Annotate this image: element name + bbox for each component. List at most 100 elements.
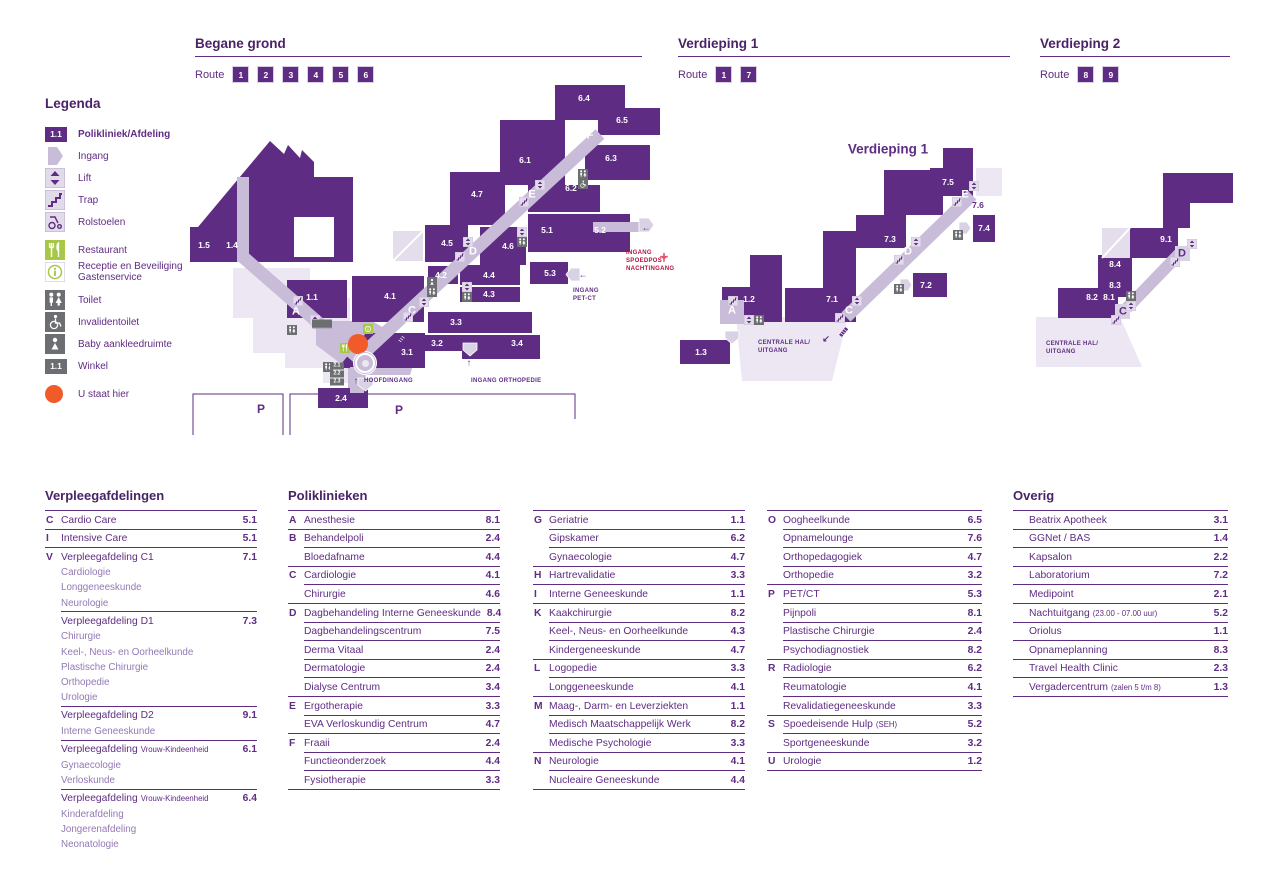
route-number: 4.4: [730, 774, 745, 786]
index-letter: G: [534, 514, 543, 526]
department-subitem: Verloskunde: [61, 774, 115, 786]
legend-item: Rolstoelen: [45, 211, 210, 233]
route-number: 8.2: [730, 607, 745, 619]
department-name: Bloedafname: [304, 551, 365, 563]
directory-row: Bloedafname 4.4: [288, 547, 500, 566]
route-number: 8.3: [1213, 644, 1228, 656]
legend-item-label: Toilet: [78, 294, 102, 306]
legend-title: Legenda: [45, 96, 101, 111]
route-number: 5.3: [967, 588, 982, 600]
wheelchair-cart-icon: [45, 212, 65, 232]
department-subitem: Jongerenafdeling: [61, 823, 137, 835]
floorplan-shapes: [190, 85, 660, 435]
route-number: 3.3: [730, 663, 745, 675]
route-number: 1.1: [1213, 626, 1228, 638]
route-number: 1.3: [1213, 681, 1228, 693]
section-title-begane-grond: Begane grond: [195, 36, 642, 57]
route-chip-6: 6: [357, 66, 375, 83]
department-name: Fysiotherapie: [304, 774, 366, 786]
toilet-icon: [45, 290, 65, 310]
directory-column-title: Poliklinieken: [288, 488, 368, 503]
department-name: Geriatrie: [549, 514, 589, 526]
department-subitem: Plastische Chirurgie: [61, 661, 149, 673]
index-letter: R: [768, 663, 776, 675]
department-name: Beatrix Apotheek: [1029, 514, 1107, 526]
department-name: Orthopedie: [783, 570, 834, 582]
legend-item-label: Invalidentoilet: [78, 316, 140, 328]
route-number: 4.4: [485, 551, 500, 563]
department-name: Logopedie: [549, 663, 598, 675]
shop-badge: 1.1: [45, 358, 67, 374]
legend-item: Toilet: [45, 289, 210, 311]
route-number: 7.6: [967, 533, 982, 545]
department-name: Psychodiagnostiek: [783, 644, 869, 656]
index-letter: N: [534, 756, 542, 768]
department-subitem: Chirurgie: [61, 631, 101, 643]
legend-item: Baby aankleedruimte: [45, 333, 210, 355]
disabled-toilet-icon: [45, 312, 65, 332]
department-name: Keel-, Neus- en Oorheelkunde: [549, 626, 689, 638]
route-number: 6.2: [967, 663, 982, 675]
department-name: Dermatologie: [304, 663, 366, 675]
directory-column-title: [767, 488, 982, 510]
department-name: Verpleegafdeling D1: [61, 615, 154, 627]
route-number: 4.6: [485, 588, 500, 600]
route-number: 1.2: [967, 756, 982, 768]
department-note: (23.00 - 07.00 uur): [1092, 608, 1158, 618]
department-note: (SEH): [875, 720, 898, 730]
department-name: Longgeneeskunde: [549, 681, 634, 693]
legend-item: Ingang: [45, 145, 210, 167]
route-label: Route: [678, 68, 708, 81]
department-name: Urologie: [783, 756, 822, 768]
legend-item: Invalidentoilet: [45, 311, 210, 333]
route-number: 5.1: [242, 533, 257, 545]
department-subitem: Gynaecologie: [61, 759, 121, 771]
index-letter: P: [768, 588, 775, 600]
column-bottom-rule: [767, 770, 982, 772]
department-name: PET/CT: [783, 588, 820, 600]
department-name: Spoedeisende Hulp: [783, 719, 873, 731]
department-name: EVA Verloskundig Centrum: [304, 719, 428, 731]
legend-item-label: Trap: [78, 194, 99, 206]
department-name: Cardio Care: [61, 514, 117, 526]
route-number: 4.3: [730, 626, 745, 638]
route-number: 7.2: [1213, 570, 1228, 582]
route-number: 6.4: [242, 793, 257, 805]
department-name: Kapsalon: [1029, 551, 1072, 563]
route-number: 2.4: [967, 626, 982, 638]
legend-item-label: Ingang: [78, 150, 109, 162]
index-letter: K: [534, 607, 542, 619]
legend-item-label: Rolstoelen: [78, 216, 126, 228]
column-bottom-rule: [288, 788, 500, 790]
route-chip-4: 4: [307, 66, 325, 83]
department-name: Neurologie: [549, 756, 599, 768]
directory-row: Nachtuitgang(23.00 - 07.00 uur)5.2: [1013, 602, 1228, 622]
route-number: 1.4: [1213, 533, 1228, 545]
route-number: 7.5: [485, 626, 500, 638]
index-letter: M: [534, 700, 543, 712]
directory-row: P PET/CT 5.3: [767, 584, 982, 603]
route-chip-1: 1: [232, 66, 250, 83]
